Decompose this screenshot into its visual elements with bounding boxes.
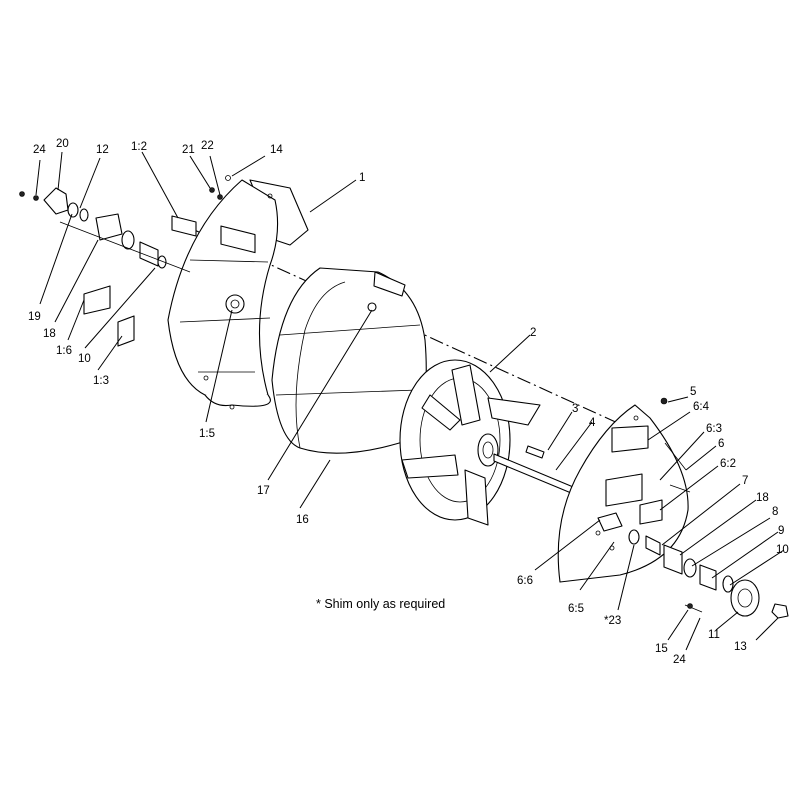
callout-23: *23 [604,615,621,627]
impeller-part-2 [399,359,541,526]
callout-2: 2 [530,327,536,339]
shim-note: * Shim only as required [316,597,445,611]
callout-13: 13 [734,641,747,653]
callout-11: 11 [708,629,720,641]
callout-8: 8 [772,506,778,518]
callout-22: 22 [201,140,214,152]
callout-18-right: 18 [756,492,769,504]
callout-1-2: 1:2 [131,141,147,153]
leader-lines [35,151,785,651]
left-hardware-stack [19,175,231,273]
callout-6-6: 6:6 [517,575,533,587]
callout-10-right: 10 [776,544,789,556]
callout-12: 12 [96,144,109,156]
callout-4: 4 [589,417,596,429]
callout-19: 19 [28,311,41,323]
callout-3: 3 [572,403,578,415]
callout-6-2: 6:2 [720,458,736,470]
housing-part-1 [167,179,309,410]
callout-5: 5 [690,386,696,398]
callout-7: 7 [742,475,748,487]
callout-14: 14 [270,144,283,156]
callout-18-left: 18 [43,328,56,340]
callout-15: 15 [655,643,668,655]
callout-24-right: 24 [673,654,686,666]
callout-1-5: 1:5 [199,428,215,440]
callout-20: 20 [56,138,69,150]
callout-6: 6 [718,438,724,450]
callout-6-5: 6:5 [568,603,584,615]
callout-1: 1 [359,172,365,184]
label-plate-1-6 [83,285,111,315]
band-ring-part-16 [271,267,427,454]
key-part-3 [525,445,545,459]
callout-1-6: 1:6 [56,345,72,357]
callout-24-left: 24 [33,144,46,156]
callout-17: 17 [257,485,270,497]
callout-6-4: 6:4 [693,401,710,413]
callout-9: 9 [778,525,784,537]
housing-plate-part-6 [557,404,691,583]
label-plate-1-2 [171,215,197,237]
label-plate-1-3 [117,315,135,347]
callout-10-left: 10 [78,353,91,365]
callout-16: 16 [296,514,309,526]
callout-21: 21 [182,144,195,156]
callout-1-3: 1:3 [93,375,109,387]
callout-6-3: 6:3 [706,423,722,435]
right-hardware-stack [597,397,789,619]
